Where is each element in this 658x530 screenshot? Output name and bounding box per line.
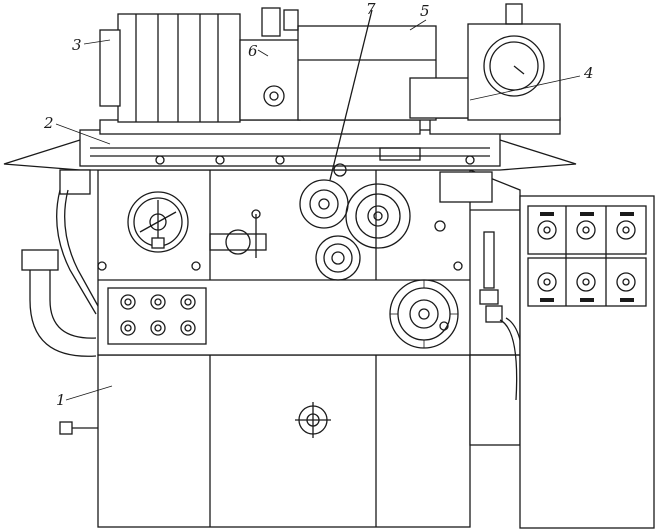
motor [99, 13, 241, 123]
callout-2: 2 [43, 114, 54, 132]
callout-4: 4 [583, 64, 594, 82]
feed-dial-icon [389, 279, 459, 349]
right-lever-icon [479, 231, 503, 323]
worktable [3, 129, 577, 171]
left-handwheel-icon [127, 191, 189, 253]
door-handle-icon [295, 402, 331, 438]
callout-1: 1 [56, 391, 66, 409]
callout-3: 3 [72, 36, 82, 54]
middle-dials-icon [299, 179, 411, 281]
coolant-hose [21, 189, 99, 357]
center-lever-icon [209, 209, 267, 258]
callout-5: 5 [420, 2, 430, 20]
button-panel-left [107, 287, 207, 345]
leader-lines [55, 19, 581, 401]
dial-head [467, 3, 561, 121]
control-cabinet [519, 195, 655, 529]
machine-base [59, 282, 521, 528]
callout-7: 7 [366, 0, 376, 18]
callout-6: 6 [248, 42, 258, 60]
main-body [97, 169, 521, 356]
wheelhead [239, 7, 477, 121]
